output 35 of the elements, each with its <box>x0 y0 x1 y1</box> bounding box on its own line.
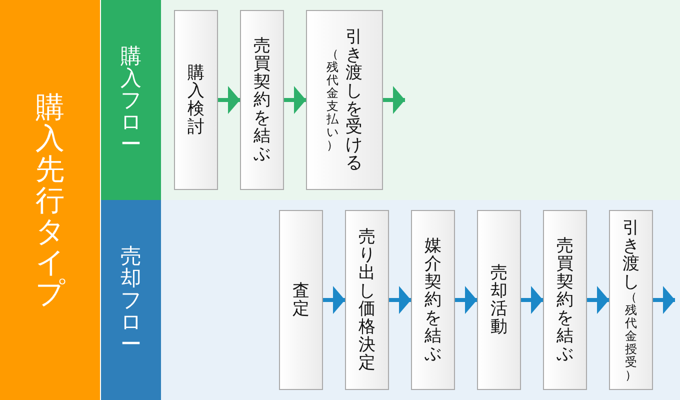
lane-title: 売却フロー <box>120 245 142 355</box>
step-label: 購入検討 <box>188 64 204 136</box>
lane-panel <box>101 200 680 400</box>
step-note: （残代金支払い） <box>326 48 338 152</box>
arrow <box>521 286 543 314</box>
step-box <box>543 210 587 390</box>
step-label: 売買契約を結ぶ <box>254 37 270 163</box>
step-label: 引き渡しを受ける <box>346 28 362 172</box>
category-band <box>0 0 100 400</box>
step-label: 売却活動 <box>490 264 508 336</box>
step-label: 媒介契約を結ぶ <box>424 237 442 363</box>
step-box <box>477 210 521 390</box>
arrow <box>455 286 477 314</box>
step-note: （残代金授受） <box>625 290 637 382</box>
arrow <box>389 286 411 314</box>
step-box <box>609 210 653 390</box>
lane-title: 購入フロー <box>120 45 142 155</box>
step-box <box>306 10 383 190</box>
step-box <box>240 10 284 190</box>
step-label: 引き渡し <box>622 218 640 290</box>
arrow <box>323 286 345 314</box>
arrow <box>587 286 609 314</box>
lane-panel <box>101 0 680 200</box>
step-box <box>279 210 323 390</box>
step-label: 売り出し価格決定 <box>358 228 376 372</box>
arrow <box>653 286 675 314</box>
step-label: 売買契約を結ぶ <box>556 237 574 363</box>
arrow <box>284 86 306 114</box>
step-box <box>411 210 455 390</box>
arrow <box>383 86 405 114</box>
category-title: 購入先行タイプ <box>36 92 64 308</box>
step-box <box>174 10 218 190</box>
step-label: 査定 <box>292 282 310 318</box>
arrow <box>218 86 240 114</box>
step-box <box>345 210 389 390</box>
